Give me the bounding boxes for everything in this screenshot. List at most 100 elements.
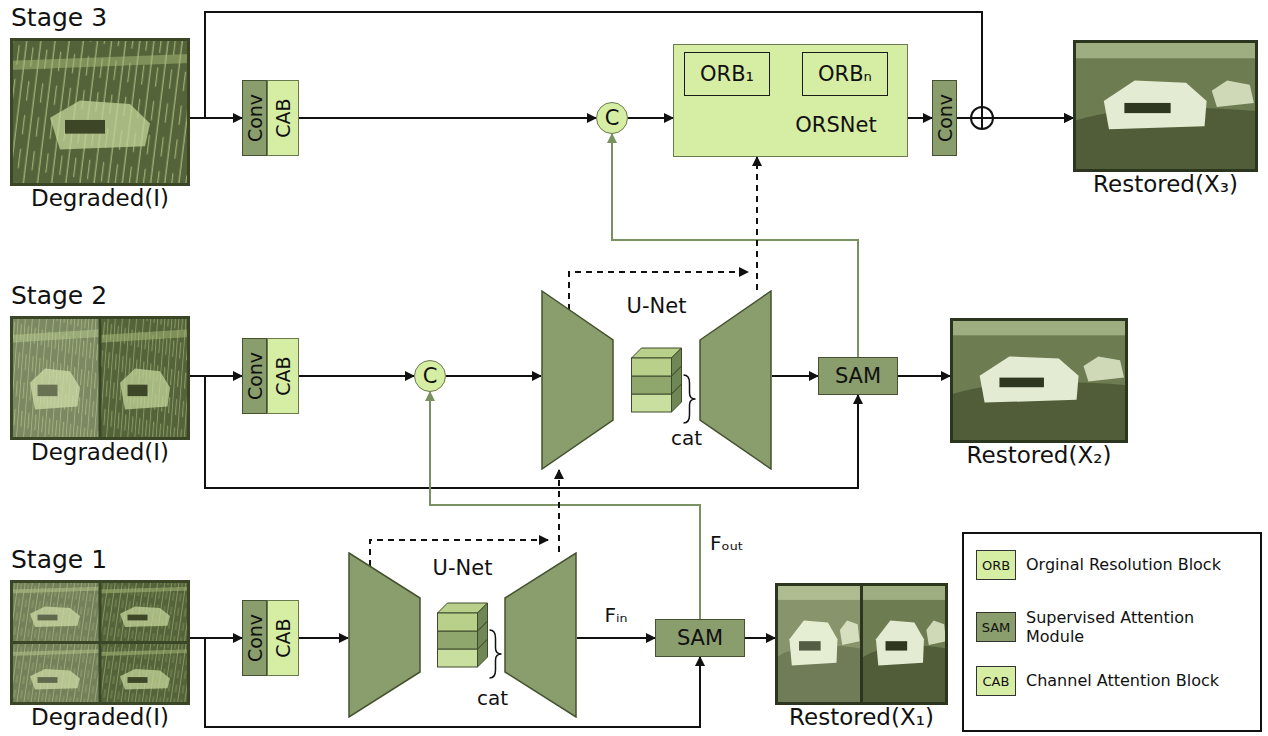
- node-text: CAB: [274, 98, 293, 137]
- degraded-image-quarters: [10, 580, 190, 705]
- flow-connector: [898, 375, 950, 377]
- legend-text: Channel Attention Block: [1026, 671, 1226, 690]
- flow-connector: [299, 375, 414, 377]
- conv-block: Conv: [242, 600, 267, 676]
- orb-block: ORBₙ: [802, 52, 888, 96]
- legend-text: Orginal Resolution Block: [1026, 555, 1226, 574]
- legend-swatch: ORB: [976, 550, 1016, 580]
- concat-circle: C: [414, 360, 446, 392]
- flow-connector: [628, 117, 673, 119]
- input-image: Stage 2Degraded(I): [10, 316, 190, 440]
- flow-connector: [772, 375, 818, 377]
- node-text: ORBₙ: [818, 64, 872, 85]
- module-name: U-Net: [433, 558, 493, 579]
- node-text: SAM: [677, 628, 723, 649]
- decoder-trapezoid: [700, 291, 771, 469]
- flow-connector: [756, 157, 758, 290]
- degraded-image-halves: [10, 316, 190, 440]
- orsnet-box: ORSNet ORB₁ ORBₙ: [673, 44, 908, 157]
- node-text: CAB: [274, 618, 293, 657]
- cube-face: [632, 358, 672, 376]
- node-text: C: [605, 108, 620, 129]
- orb-block: ORB₁: [684, 52, 770, 96]
- unet-block: U-Net cat: [348, 552, 577, 718]
- encoder-trapezoid: [542, 291, 613, 469]
- decoder-trapezoid: [505, 553, 576, 717]
- unet-outline: [541, 290, 772, 470]
- swatch-label: ORB: [982, 559, 1010, 572]
- flow-connector: [446, 375, 541, 377]
- output-image: Restored(X₂): [950, 318, 1128, 443]
- cab-block: CAB: [267, 600, 299, 676]
- legend-row: SAM Supervised Attention Module: [976, 608, 1226, 646]
- legend-row: ORB Orginal Resolution Block: [976, 550, 1226, 580]
- legend-row: CAB Channel Attention Block: [976, 666, 1226, 696]
- stage-title: Stage 3: [11, 5, 107, 30]
- sam-block: SAM: [818, 357, 898, 395]
- image-caption: Restored(X₂): [967, 444, 1112, 467]
- cube-face: [438, 613, 478, 631]
- cube-face: [632, 376, 672, 394]
- concat-label: cat: [477, 688, 508, 708]
- image-caption: Degraded(I): [31, 706, 169, 729]
- image-caption: Degraded(I): [31, 187, 169, 210]
- node-text: SAM: [835, 366, 881, 387]
- concat-label: cat: [671, 428, 702, 448]
- restored-image-halves: [775, 583, 948, 705]
- node-text: Conv: [935, 94, 954, 142]
- stage-title: Stage 1: [11, 547, 107, 572]
- node-text: Conv: [245, 352, 264, 400]
- output-image: Restored(X₁): [775, 583, 948, 705]
- node-text: Conv: [245, 94, 264, 142]
- concat-bracket: [490, 630, 502, 678]
- degraded-image: [10, 38, 190, 186]
- restored-image: [1073, 40, 1258, 172]
- cube-face: [632, 394, 672, 412]
- flow-connector: [299, 117, 596, 119]
- encoder-trapezoid: [349, 553, 420, 717]
- image-caption: Restored(X₁): [789, 706, 934, 729]
- sum-symbol: [971, 107, 993, 129]
- conv-block: Conv: [242, 80, 267, 156]
- stage-title: Stage 2: [11, 283, 107, 308]
- swatch-label: CAB: [983, 675, 1010, 688]
- concat-bracket: [684, 375, 696, 423]
- restored-image: [950, 318, 1128, 443]
- node-text: C: [423, 366, 438, 387]
- legend-swatch: CAB: [976, 666, 1016, 696]
- flow-connector: [299, 637, 348, 639]
- cube-face: [438, 649, 478, 667]
- cube-face: [672, 348, 682, 376]
- swatch-label: SAM: [982, 621, 1011, 634]
- cube-face: [438, 631, 478, 649]
- legend-box: ORB Orginal Resolution BlockSAM Supervised…: [962, 532, 1262, 732]
- cab-block: CAB: [267, 338, 299, 414]
- legend-text: Supervised Attention Module: [1026, 608, 1226, 646]
- flow-connector: [577, 637, 655, 639]
- flow-connector: [908, 117, 932, 119]
- edge-label: Fₒᵤₜ: [708, 533, 746, 553]
- node-text: Conv: [245, 614, 264, 662]
- conv-block: Conv: [932, 80, 957, 156]
- edge-label: Fᵢₙ: [602, 605, 629, 625]
- cab-block: CAB: [267, 80, 299, 156]
- input-image: Stage 3Degraded(I): [10, 38, 190, 186]
- module-name: ORSNet: [795, 115, 876, 136]
- unet-block: U-Net cat: [541, 290, 772, 470]
- conv-block: Conv: [242, 338, 267, 414]
- image-caption: Restored(X₃): [1093, 173, 1238, 196]
- cube-face: [478, 603, 488, 631]
- node-text: CAB: [274, 356, 293, 395]
- feature-cubes: [632, 348, 682, 412]
- node-text: ORB₁: [700, 64, 754, 85]
- module-name: U-Net: [627, 296, 687, 317]
- input-image: Stage 1Degraded(I): [10, 580, 190, 705]
- concat-circle: C: [596, 102, 628, 134]
- legend-swatch: SAM: [976, 612, 1016, 642]
- feature-cubes: [438, 603, 488, 667]
- flow-connector: [745, 637, 775, 639]
- flow-connector: [558, 470, 560, 552]
- sam-block: SAM: [655, 619, 745, 657]
- output-image: Restored(X₃): [1073, 40, 1258, 172]
- image-caption: Degraded(I): [31, 441, 169, 464]
